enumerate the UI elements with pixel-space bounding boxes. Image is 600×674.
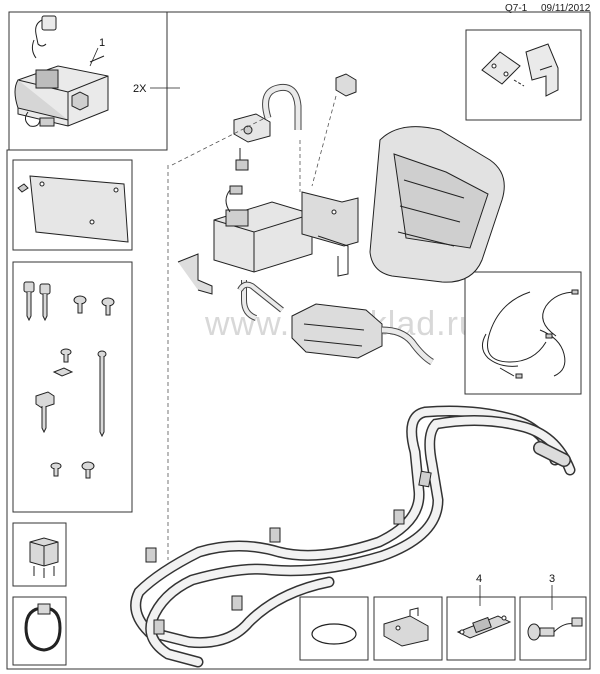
callout-wiring-connector: 3 [549, 573, 555, 585]
center-heater-assembly [178, 87, 312, 318]
fuse-holder-detail [458, 616, 510, 638]
mounting-bracket [302, 74, 358, 276]
callout-quantity: 2X [133, 83, 147, 95]
wiring-harness-detail [482, 290, 578, 378]
clamp-detail [26, 604, 60, 650]
screws-detail [24, 282, 114, 478]
heater-unit-box [9, 12, 167, 150]
dashed-leaders [168, 96, 336, 560]
callout-heater-unit: 1 [99, 37, 105, 49]
filter-canister [240, 285, 432, 362]
o-ring-box [300, 597, 368, 660]
bracket-clip-detail [384, 608, 428, 646]
diagram-date: 09/11/2012 [541, 3, 591, 14]
relay-detail [30, 538, 58, 578]
radiator-shield [370, 127, 504, 282]
coolant-hoses [136, 411, 570, 662]
gasket-detail [18, 176, 128, 242]
hose-clamps [146, 471, 431, 634]
o-ring-detail [312, 624, 356, 644]
bracket-detail-box [466, 30, 581, 120]
page-code: Q7-1 [505, 3, 528, 14]
bracket-detail [482, 44, 558, 96]
wiring-harness-box [465, 272, 581, 394]
wiring-connector-detail [528, 618, 582, 640]
callout-fuse-holder: 4 [476, 573, 482, 585]
leader-heater-unit [90, 48, 98, 66]
heater-unit-detail [15, 16, 108, 126]
